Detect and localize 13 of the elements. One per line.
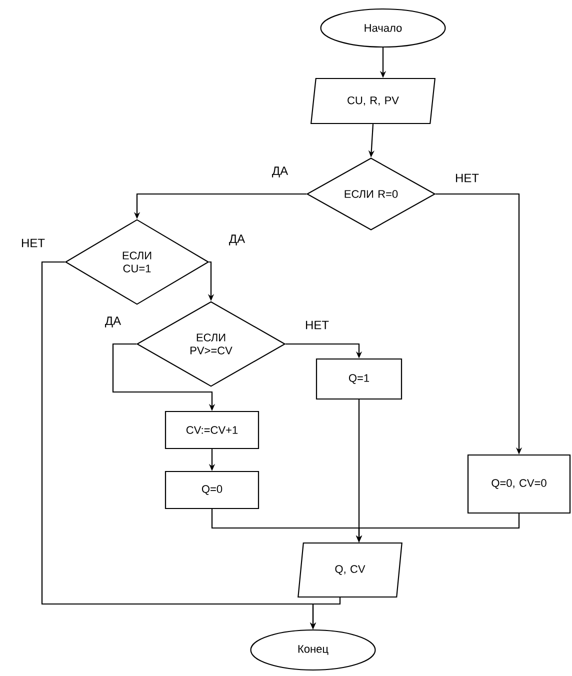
edge-label: ДА — [270, 166, 290, 178]
process-box: Q=1 — [316, 358, 402, 400]
process-box: CV:=CV+1 — [164, 410, 260, 450]
edge-label: НЕТ — [454, 172, 480, 184]
edge-label: НЕТ — [304, 320, 330, 330]
edge-label: ДА — [228, 234, 246, 246]
process-box: Q=0 — [164, 470, 260, 510]
terminal-oval: Конец — [250, 629, 376, 671]
process-box: Q=0, CV=0 — [467, 454, 571, 514]
output-parallelogram: Q, CV — [298, 542, 402, 598]
terminal-oval: Начало — [320, 8, 446, 48]
edge-label: НЕТ — [20, 238, 46, 248]
edge-label: ДА — [104, 316, 122, 328]
